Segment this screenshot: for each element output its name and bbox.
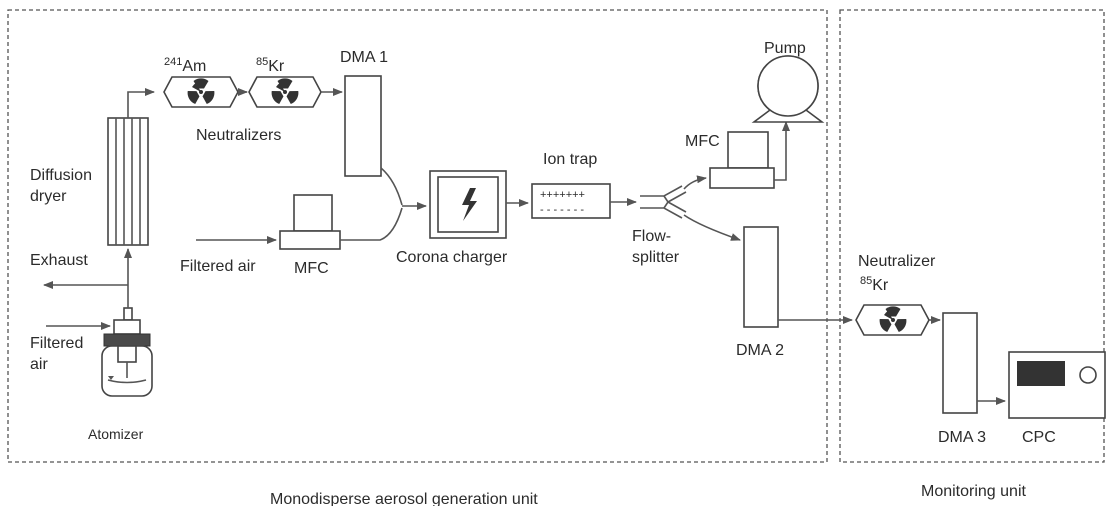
ion-trap-minus: - - - - - - - [540,204,584,216]
dma2-label: DMA 2 [736,342,784,359]
dma1-label: DMA 1 [340,49,388,66]
generation-unit-label: Monodisperse aerosol generation unit [270,491,538,506]
atomizer-label: Atomizer [88,426,144,442]
lightning-icon [462,188,477,221]
kr-label: 85Kr [256,56,285,75]
ion-trap: +++++++ - - - - - - - [531,183,611,219]
monitoring-unit-label: Monitoring unit [921,483,1027,500]
mfc-air-label: MFC [294,260,329,277]
dma3 [942,312,978,414]
diffusion-dryer-label-2: dryer [30,188,67,205]
cpc-display [1017,361,1065,386]
diffusion-dryer [107,117,149,246]
neutralizers-label: Neutralizers [196,127,281,144]
pump [751,55,825,123]
pump-label: Pump [764,40,806,57]
filtered-air-mid-label: Filtered air [180,258,256,275]
diffusion-dryer-label-1: Diffusion [30,167,92,184]
dma1 [344,75,382,177]
mfc-air [279,194,341,250]
ion-trap-label: Ion trap [543,151,597,168]
mfc-pump-label: MFC [685,133,720,150]
corona-charger [429,170,507,239]
monitoring-unit-boundary [839,9,1105,463]
filtered-air-left-label-1: Filtered [30,335,83,352]
cpc-label: CPC [1022,429,1056,446]
ion-trap-plus: +++++++ [540,189,585,201]
corona-charger-label: Corona charger [396,249,508,266]
exhaust-label: Exhaust [30,252,88,269]
cpc [1008,351,1106,419]
dma3-label: DMA 3 [938,429,986,446]
kr2-label: 85Kr [860,275,889,294]
kr85-neutralizer-monitoring [855,304,930,336]
neutralizer-label: Neutralizer [858,253,936,270]
atomizer [101,307,153,397]
filtered-air-left-label-2: air [30,356,48,373]
flow-splitter-label-1: Flow- [632,228,671,245]
flow-splitter [640,185,687,219]
mfc-pump [709,131,775,189]
am-label: 241Am [164,56,206,75]
am241-neutralizer [163,76,239,108]
generation-unit-boundary [7,9,828,463]
dma2 [743,226,779,328]
flow-splitter-label-2: splitter [632,249,680,266]
kr85-neutralizer [248,76,322,108]
